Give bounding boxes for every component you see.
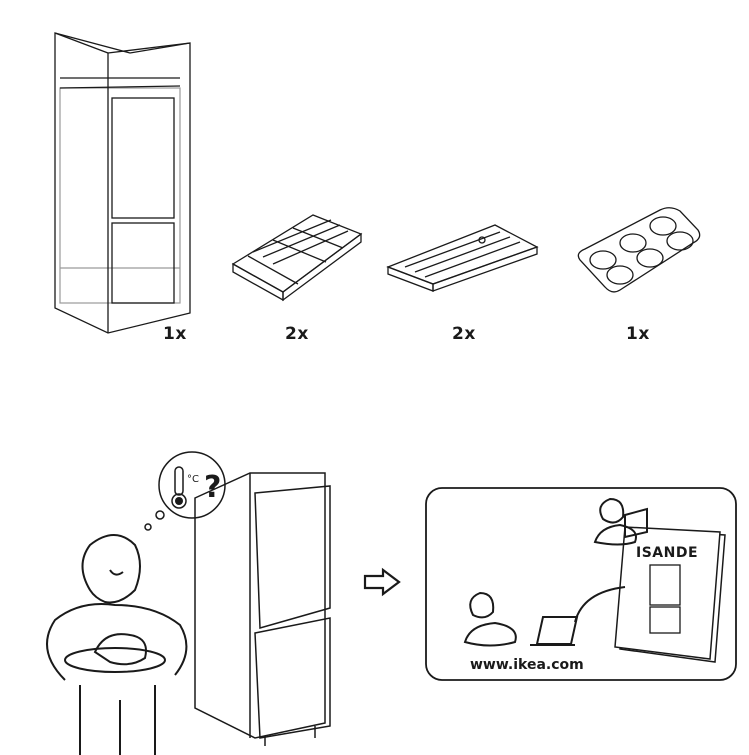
manual-title: ISANDE bbox=[636, 545, 699, 561]
question-mark: ? bbox=[204, 470, 222, 505]
thermometer-icon bbox=[171, 466, 187, 509]
qty-egg-tray: 1x bbox=[626, 324, 650, 344]
built-in-fridge-illustration bbox=[194, 472, 331, 746]
temperature-unit: °C bbox=[187, 474, 199, 485]
qty-ice-cube-tray: 2x bbox=[285, 324, 309, 344]
qty-cold-pack: 2x bbox=[452, 324, 476, 344]
cold-pack-illustration bbox=[386, 224, 539, 292]
egg-tray-illustration bbox=[577, 207, 701, 293]
ice-cube-tray-illustration bbox=[231, 214, 363, 302]
website-url[interactable]: www.ikea.com bbox=[470, 657, 584, 673]
qty-fridge: 1x bbox=[163, 324, 187, 344]
arrow-right-icon bbox=[363, 567, 401, 597]
confused-person-illustration bbox=[46, 534, 188, 755]
fridge-cabinet-illustration bbox=[54, 32, 191, 334]
online-manual-panel bbox=[425, 487, 737, 681]
